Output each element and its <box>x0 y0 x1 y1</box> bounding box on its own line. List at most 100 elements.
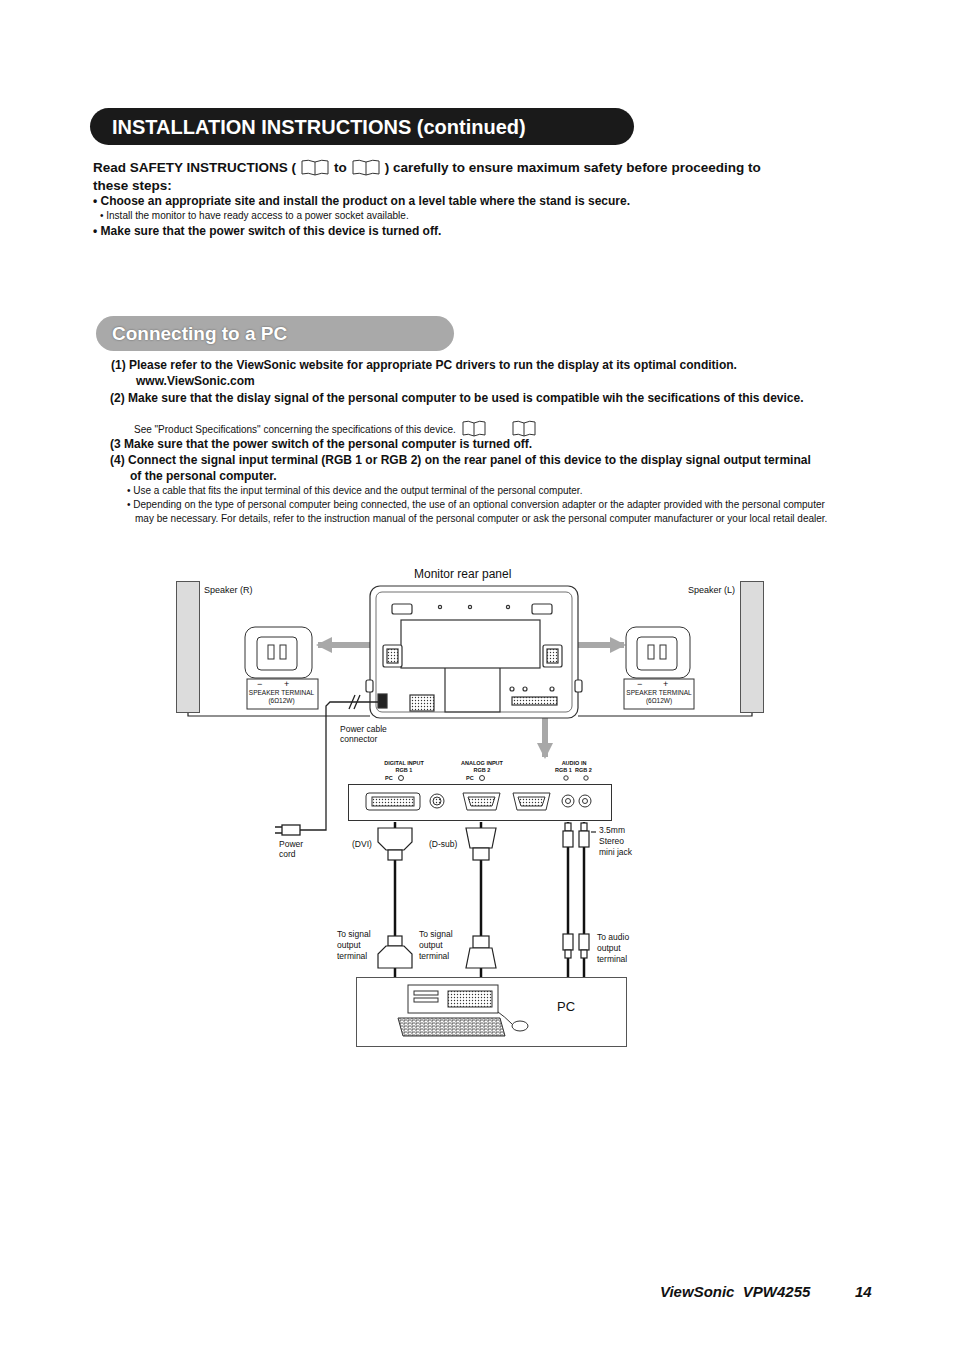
callout-label: Power cable connector <box>340 724 402 744</box>
title-band: INSTALLATION INSTRUCTIONS (continued) <box>90 108 634 145</box>
callout-label: To signal output terminal <box>337 929 382 962</box>
power-cord <box>275 827 282 833</box>
terminal-sign: − <box>637 679 642 689</box>
cable-plugs <box>581 950 587 958</box>
note-text: See "Product Specifications" concerning … <box>134 424 456 435</box>
speaker-terminal: SPEAKER TERMINAL (6Ω12W) <box>624 627 694 709</box>
cable-plugs <box>581 823 587 831</box>
cable-plugs <box>563 831 573 847</box>
speaker-terminal-drawing <box>637 637 677 670</box>
monitor-drawing <box>387 649 398 663</box>
input-connectors <box>518 797 545 806</box>
input-connectors <box>566 799 571 804</box>
monitor-drawing <box>468 605 471 608</box>
cable-plugs <box>579 934 589 950</box>
monitor-drawing <box>370 586 578 718</box>
page-icon <box>473 423 474 436</box>
spec-reference: See "Product Specifications" concerning … <box>134 420 614 437</box>
monitor-drawing <box>506 605 509 608</box>
bullet-note: • Choose an appropriate site and install… <box>93 194 813 208</box>
page-icon <box>315 162 316 175</box>
speaker-terminal-drawing <box>245 627 312 678</box>
cable-plugs <box>378 823 596 968</box>
monitor-drawing <box>543 645 562 667</box>
input-connectors <box>583 799 588 804</box>
cable-label: (DVI) <box>351 839 373 850</box>
zoom-arrow <box>542 718 548 757</box>
monitor-drawing <box>547 649 558 663</box>
monitor-drawing <box>392 604 412 614</box>
cable-plugs <box>563 934 573 950</box>
power-cord <box>282 825 300 835</box>
cable-plugs <box>388 850 402 860</box>
speaker-terminal-drawing <box>648 645 654 659</box>
pc-drawing <box>448 991 492 1007</box>
monitor-drawing <box>383 645 402 667</box>
input-connectors <box>480 776 485 781</box>
step-text: (4) Connect the signal input terminal (R… <box>110 452 820 484</box>
page-icon <box>523 423 524 436</box>
cable-plugs <box>591 831 596 832</box>
node-text: PC <box>385 775 393 782</box>
terminal-sign: + <box>284 679 289 689</box>
monitor-drawing <box>378 694 387 708</box>
monitor-drawing <box>575 680 582 692</box>
node-text: SPEAKER TERMINAL (6Ω12W) <box>625 689 693 705</box>
monitor-drawing <box>550 687 554 691</box>
page-number: 14 <box>855 1283 872 1301</box>
step-text: (2) Make sure that the dislay signal of … <box>110 390 820 406</box>
bullet-note: • Make sure that the power switch of thi… <box>93 224 813 238</box>
cable-label: (D-sub) <box>428 839 458 850</box>
speaker-terminal-drawing <box>245 627 694 709</box>
pc-drawing <box>398 1018 505 1036</box>
pc-drawing <box>498 1012 512 1024</box>
zoom-arrow <box>578 642 624 648</box>
footer-model: ViewSonic VPW4255 <box>660 1283 810 1301</box>
terminal-sign: − <box>257 679 262 689</box>
page-icon <box>512 420 536 437</box>
terminal-sign: + <box>663 679 668 689</box>
step-text: (1) Please refer to the ViewSonic websit… <box>111 357 811 389</box>
speaker-terminal-drawing <box>247 679 318 709</box>
cable-plugs <box>378 946 412 968</box>
input-connectors <box>513 793 550 810</box>
input-connectors <box>564 776 568 780</box>
cable-plugs <box>579 831 589 847</box>
page-icon <box>301 159 329 176</box>
speaker-terminal-drawing <box>257 637 297 670</box>
input-connectors <box>463 793 500 810</box>
node-text: Speaker (L) <box>688 585 735 596</box>
cable-plugs <box>565 823 571 831</box>
node-text: Connecting to a PC <box>112 322 287 345</box>
node-text: Monitor rear panel <box>414 567 511 581</box>
node-text: AUDIO IN <box>556 760 592 767</box>
node-text: ANALOG INPUT RGB 2 <box>456 760 508 773</box>
pc-drawing <box>512 1021 528 1031</box>
input-connectors <box>579 795 591 807</box>
page-icon <box>352 159 380 176</box>
page-icon <box>513 421 535 436</box>
input-connectors <box>366 776 591 811</box>
node-text: SPEAKER TERMINAL (6Ω12W) <box>247 689 316 705</box>
panel-outline <box>348 784 612 821</box>
callout-label: To audio output terminal <box>597 932 637 965</box>
note-text: Read SAFETY INSTRUCTIONS ( <box>93 160 296 175</box>
power-cord <box>349 695 360 709</box>
safety-note: Read SAFETY INSTRUCTIONS (to) carefully … <box>93 159 793 195</box>
page-icon <box>462 420 486 437</box>
cable-plugs <box>378 828 412 850</box>
node-text: RGB 2 <box>575 767 592 774</box>
monitor-panel: Monitor rear panel <box>370 586 578 718</box>
page-icon <box>365 162 366 175</box>
input-connectors <box>584 776 588 780</box>
page-icon <box>463 421 485 436</box>
input-connectors <box>366 793 420 810</box>
page-icon <box>302 160 328 175</box>
pc-box: PC <box>356 977 627 1047</box>
monitor-drawing <box>438 605 441 608</box>
bullet-note: • Use a cable that fits the input termin… <box>127 484 832 498</box>
input-connectors <box>433 797 441 805</box>
monitor-drawing <box>510 687 514 691</box>
page-icon <box>353 160 379 175</box>
